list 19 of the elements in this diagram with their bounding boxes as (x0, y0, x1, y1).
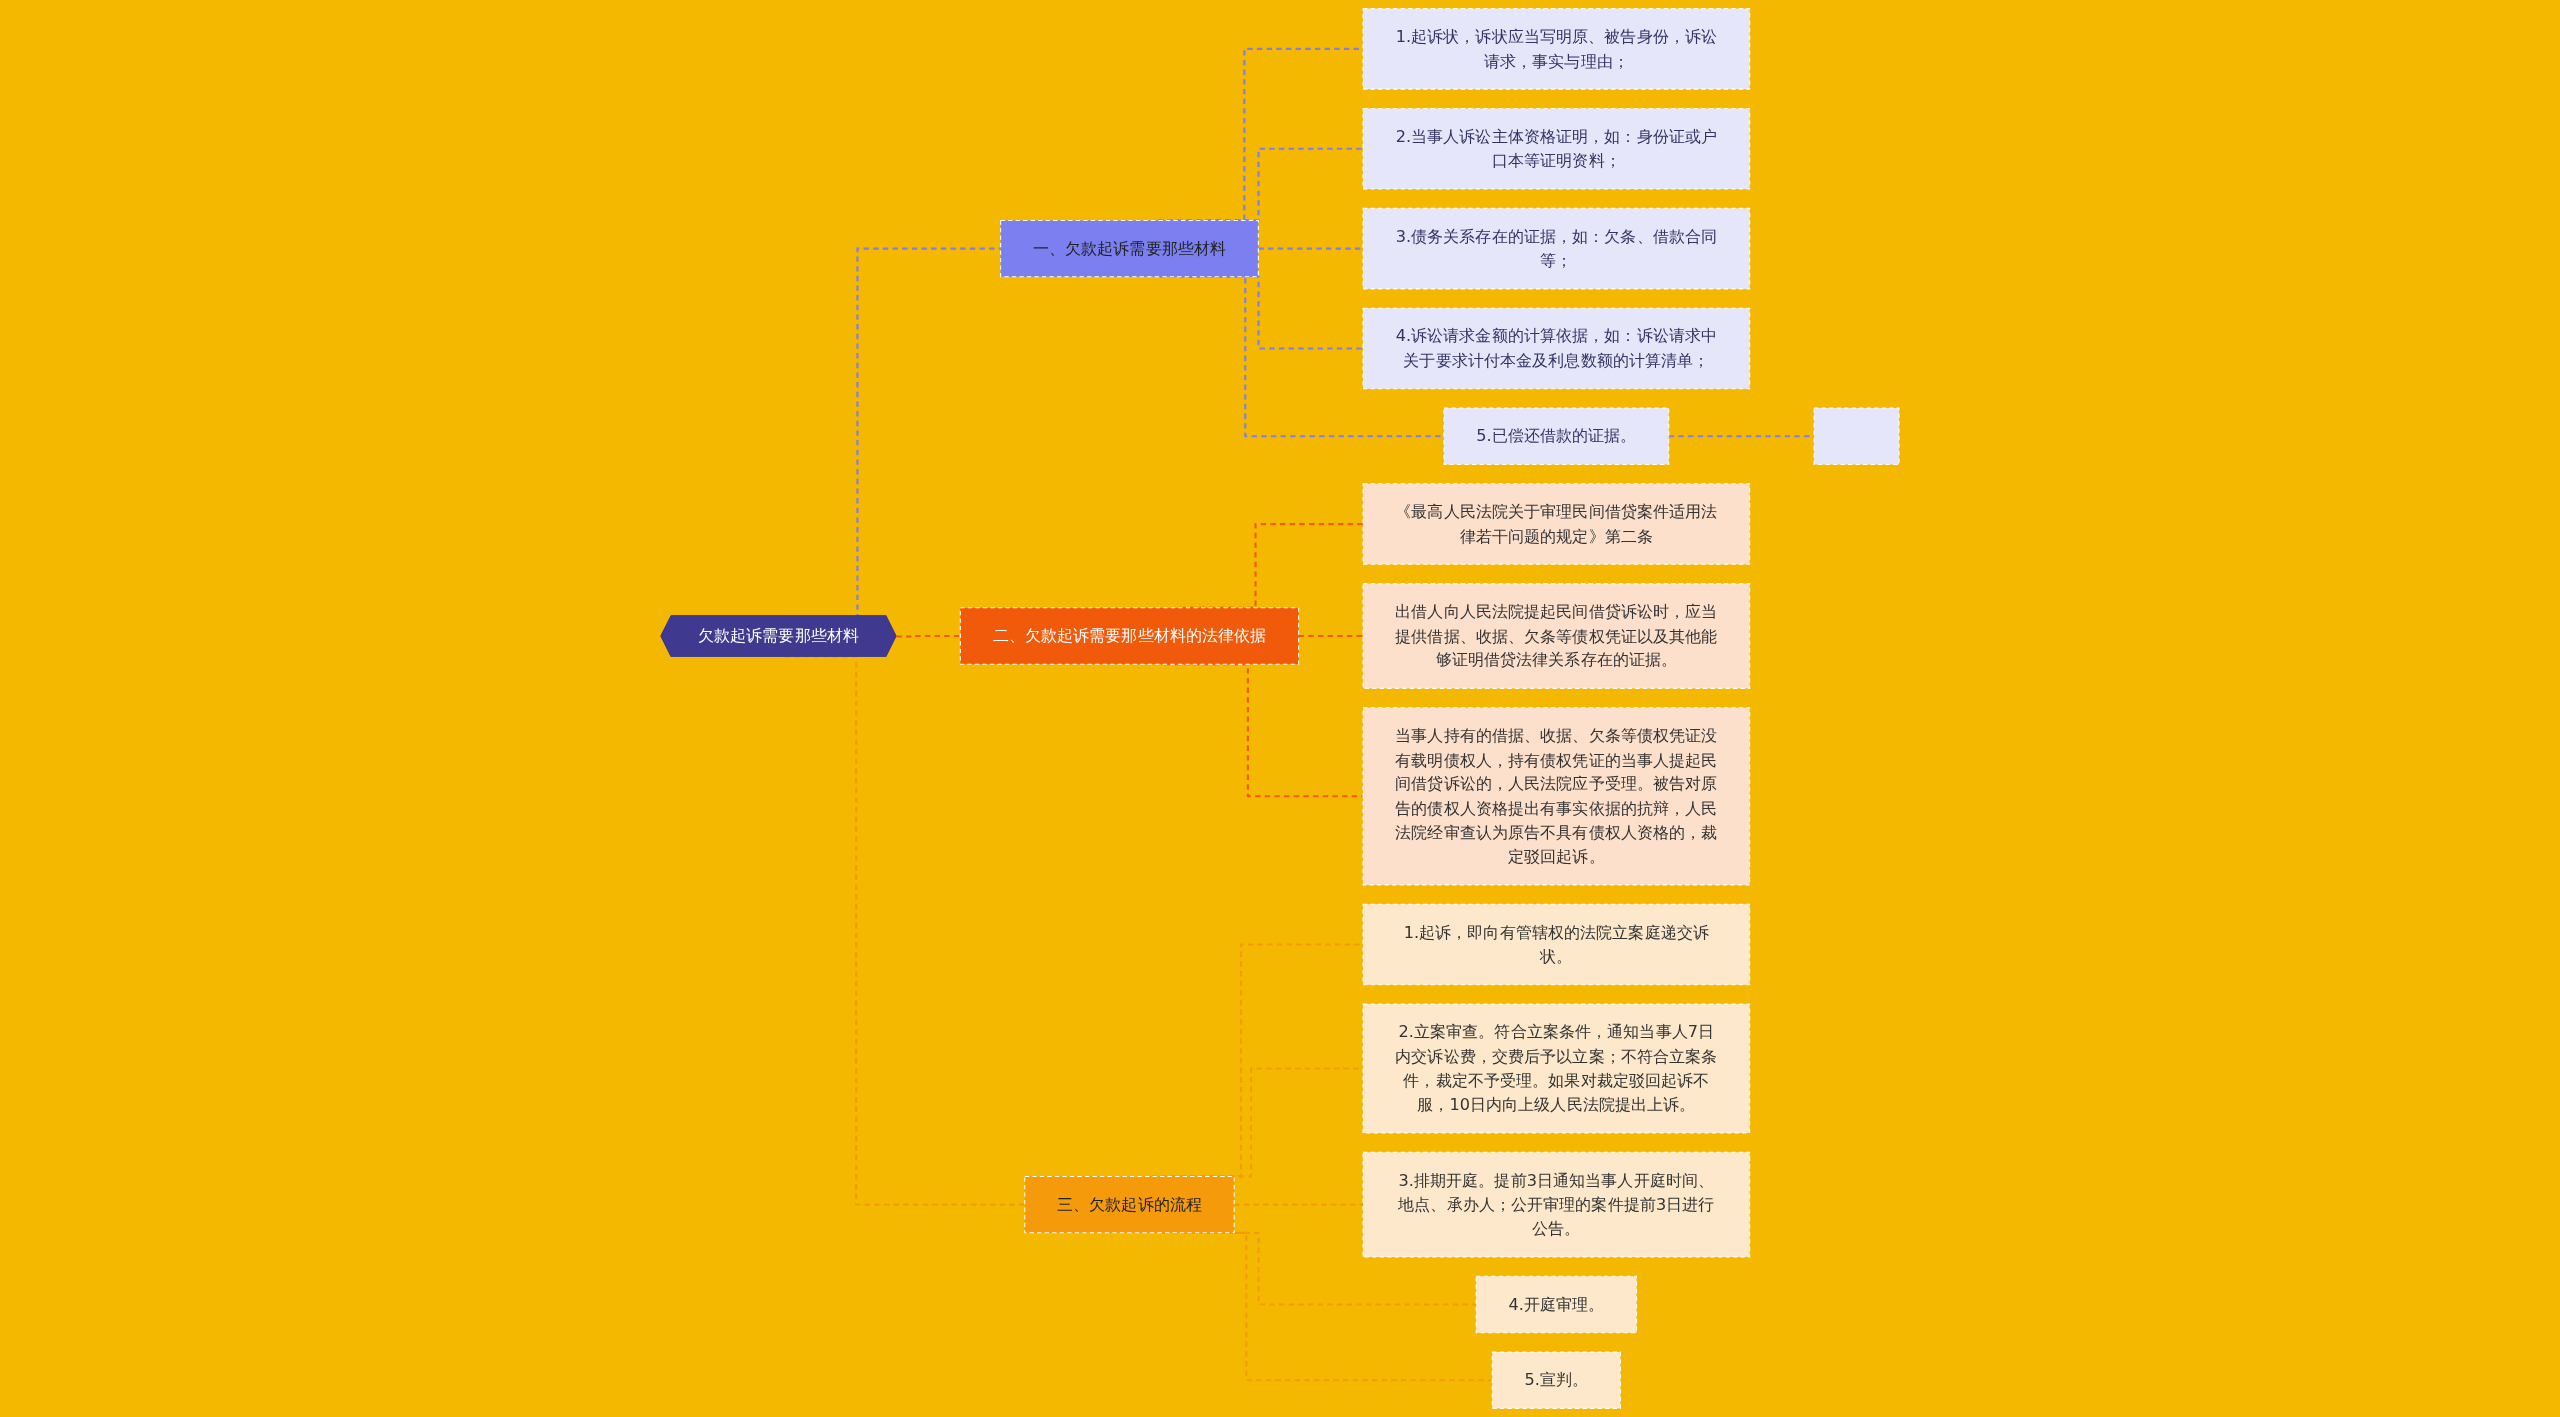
node-box: 3.排期开庭。提前3日通知当事人开庭时间、地点、承办人；公开审理的案件提前3日进行公告。 (1362, 1151, 1751, 1258)
connector (1298, 634, 1364, 638)
node-box: 当事人持有的借据、收据、欠条等债权凭证没有载明债权人，持有债权凭证的当事人提起民间借贷诉讼的，人民法院应予受理。被告对原告的债权人资格提出有事实依据的抗辩，人民法院经审查认为原告不具有债权人资格的，裁定驳回起诉。 (1362, 707, 1751, 886)
node-box: 4.开庭审理。 (1475, 1275, 1638, 1334)
node-box (1813, 407, 1900, 465)
node-box: 出借人向人民法院提起民间借贷诉讼时，应当提供借据、收据、欠条等债权凭证以及其他能够证明借贷法律关系存在的证据。 (1362, 583, 1751, 689)
node-box: 3.债务关系存在的证据，如：欠条、借款合同等； (1362, 207, 1751, 290)
node-box: 二、欠款起诉需要那些材料的法律依据 (959, 607, 1300, 665)
node-box: 1.起诉状，诉状应当写明原、被告身份，诉讼请求，事实与理由； (1362, 8, 1751, 90)
node-box: 《最高人民法院关于审理民间借贷案件适用法律若干问题的规定》第二条 (1362, 483, 1751, 565)
node-box: 2.立案审查。符合立案条件，通知当事人7日内交诉讼费，交费后予以立案；不符合立案条件，裁定不予受理。如果对裁定驳回起诉不服，10日内向上级人民法院提出上诉。 (1362, 1003, 1751, 1134)
node-box: 三、欠款起诉的流程 (1024, 1175, 1235, 1234)
node-box: 4.诉讼请求金额的计算依据，如：诉讼请求中关于要求计付本金及利息数额的计算清单； (1362, 307, 1751, 390)
node-box: 一、欠款起诉需要那些材料 (1000, 219, 1259, 278)
node-box: 5.宣判。 (1491, 1351, 1621, 1409)
node-box: 2.当事人诉讼主体资格证明，如：身份证或户口本等证明资料； (1362, 107, 1751, 190)
node-box: 1.起诉，即向有管辖权的法院立案庭递交诉状。 (1362, 903, 1751, 986)
connector (896, 634, 961, 638)
node-box: 5.已偿还借款的证据。 (1443, 407, 1670, 465)
